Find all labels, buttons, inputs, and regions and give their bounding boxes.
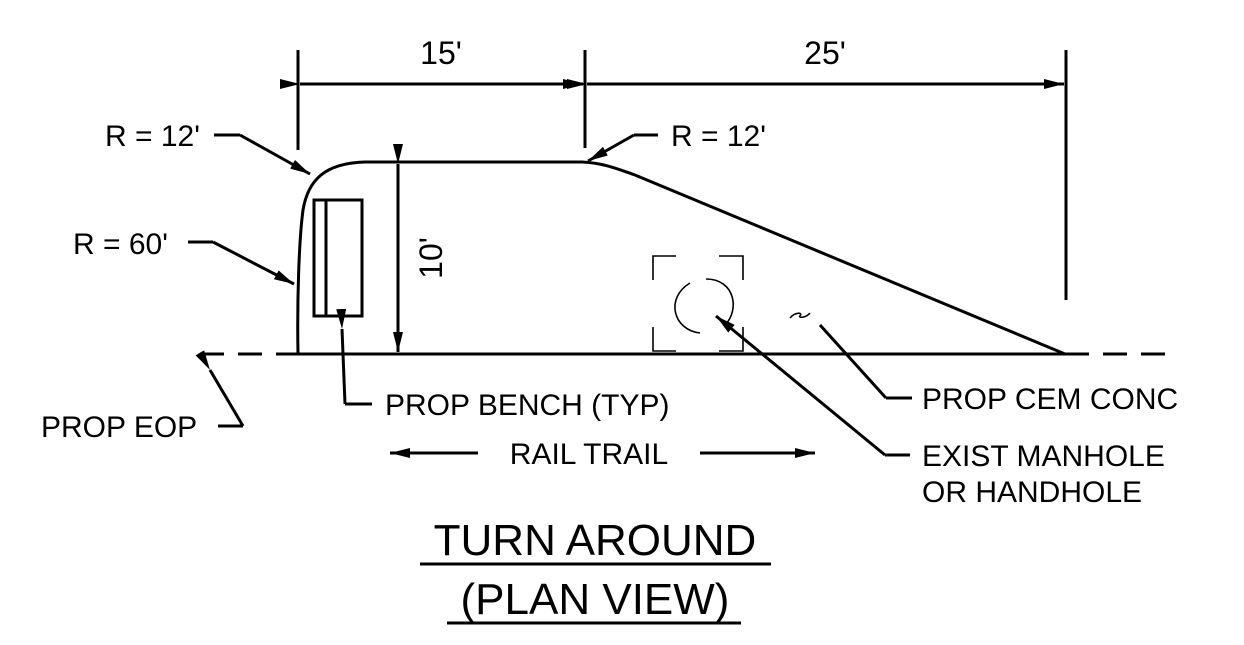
manhole-callout: EXIST MANHOLE OR HANDHOLE bbox=[715, 314, 1165, 509]
eop-label: PROP EOP bbox=[41, 411, 197, 444]
turn-around-outline bbox=[296, 160, 1066, 356]
radius-callout-left-side: R = 60' bbox=[73, 228, 295, 286]
radius-callout-left-top: R = 12' bbox=[105, 120, 311, 176]
radius-left-side-label: R = 60' bbox=[73, 228, 168, 261]
manhole-symbol bbox=[652, 255, 744, 352]
bench-callout: PROP BENCH (TYP) bbox=[336, 308, 670, 422]
concrete-symbol bbox=[789, 312, 811, 319]
rail-trail-callout: RAIL TRAIL bbox=[390, 438, 815, 471]
manhole-label-line1: EXIST MANHOLE bbox=[922, 440, 1165, 473]
bench-label: PROP BENCH (TYP) bbox=[385, 389, 670, 422]
manhole-label-line2: OR HANDHOLE bbox=[922, 476, 1142, 509]
radius-callout-mid-top: R = 12' bbox=[587, 120, 766, 163]
radius-left-top-label: R = 12' bbox=[105, 120, 200, 153]
eop-callout: PROP EOP bbox=[41, 350, 245, 444]
dimension-10-label: 10' bbox=[413, 237, 449, 279]
drawing-title: TURN AROUND (PLAN VIEW) bbox=[420, 516, 771, 625]
concrete-label: PROP CEM CONC bbox=[922, 383, 1178, 416]
dimension-25-label: 25' bbox=[804, 35, 846, 71]
title-line2: (PLAN VIEW) bbox=[461, 575, 730, 624]
dimension-15ft: 15' bbox=[280, 35, 587, 150]
title-line1: TURN AROUND bbox=[434, 516, 757, 565]
dimension-15-label: 15' bbox=[420, 35, 462, 71]
bench-symbol bbox=[312, 198, 364, 318]
concrete-callout: PROP CEM CONC bbox=[818, 323, 1178, 416]
dimension-25ft: 25' bbox=[567, 35, 1068, 300]
radius-mid-top-label: R = 12' bbox=[671, 120, 766, 153]
rail-trail-label: RAIL TRAIL bbox=[510, 438, 668, 471]
dimension-10ft: 10' bbox=[393, 144, 449, 352]
